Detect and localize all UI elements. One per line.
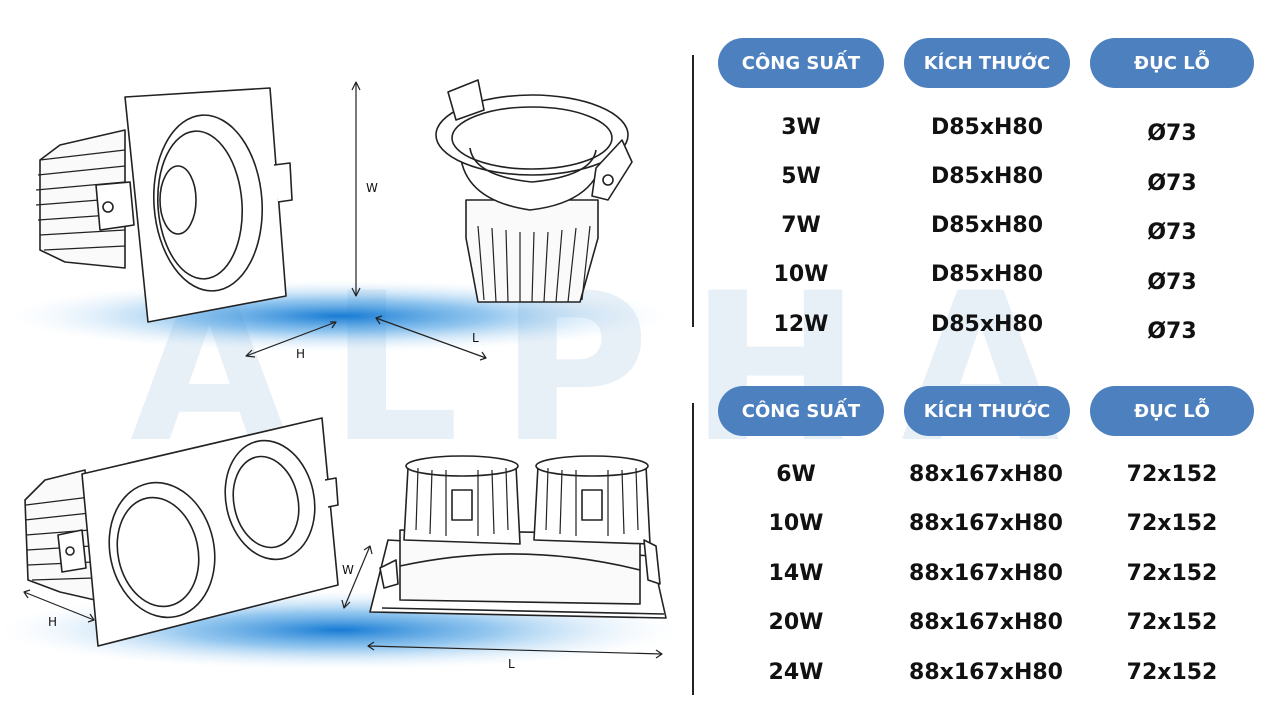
square-single-downlight-angled [35,87,293,323]
table-cell: 72x152 [1126,610,1218,635]
header-power: CÔNG SUẤT [718,38,884,88]
table-cell: D85xH80 [930,213,1044,238]
header-cutout: ĐỤC LỖ [1090,38,1254,88]
table-cell: Ø73 [1147,270,1197,295]
dim-label-top-h: H [296,347,305,361]
table-cell: 12W [773,312,829,337]
table-cell: Ø73 [1147,220,1197,245]
table-cell: 14W [768,561,824,586]
dim-label-top-w: W [366,181,378,195]
table-cell: 24W [768,660,824,685]
dim-label-top-l: L [472,331,479,345]
table-cell: D85xH80 [930,115,1044,140]
table-cell: 3W [781,115,821,140]
dimension-arrows-bottom [23,545,663,659]
header-size: KÍCH THƯỚC [904,386,1070,436]
double-downlight [369,455,667,619]
table-cell: 10W [768,511,824,536]
table-cell: 72x152 [1126,511,1218,536]
table-cell: Ø73 [1147,319,1197,344]
table-cell: 5W [781,164,821,189]
table-cell: 7W [781,213,821,238]
table-cell: 10W [773,262,829,287]
dim-label-bottom-w: W [342,563,354,577]
header-power: CÔNG SUẤT [718,386,884,436]
header-size: KÍCH THƯỚC [904,38,1070,88]
table-cell: 88x167xH80 [909,511,1063,536]
table-cell: D85xH80 [930,262,1044,287]
table-cell: D85xH80 [930,164,1044,189]
round-downlight [435,79,633,303]
divider-top [692,55,694,327]
table-cell: 72x152 [1126,561,1218,586]
dim-label-bottom-l: L [508,657,515,671]
rectangular-double-downlight-angled [24,417,339,647]
table-cell: Ø73 [1147,121,1197,146]
table-cell: Ø73 [1147,171,1197,196]
table-cell: 20W [768,610,824,635]
table-cell: 72x152 [1126,462,1218,487]
table-cell: 88x167xH80 [909,660,1063,685]
product-drawings: W H L W H L [0,79,680,671]
header-cutout: ĐỤC LỖ [1090,386,1254,436]
dim-label-bottom-h: H [48,615,57,629]
table-cell: 72x152 [1126,660,1218,685]
table-cell: 88x167xH80 [909,561,1063,586]
table-cell: 6W [776,462,816,487]
divider-bottom [692,403,694,695]
table-cell: 88x167xH80 [909,610,1063,635]
table-cell: D85xH80 [930,312,1044,337]
table-cell: 88x167xH80 [909,462,1063,487]
dimension-arrows-top [245,81,487,361]
